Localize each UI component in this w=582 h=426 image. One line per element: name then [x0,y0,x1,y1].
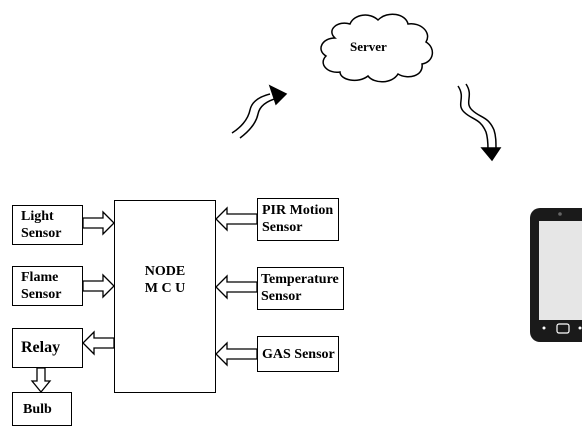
arrow-mcu-to-relay [82,330,115,356]
arrow-gas-to-mcu [215,341,258,367]
wireless-downlink-icon [457,83,502,162]
relay-label: Relay [21,339,61,356]
arrow-pir-to-mcu [215,206,258,232]
bulb-block: Bulb [12,392,72,426]
cloud-icon [320,13,434,83]
wireless-uplink-icon [231,84,288,139]
arrow-relay-to-bulb [30,367,52,394]
temperature-sensor-block: Temperature Sensor [257,267,344,310]
arrow-flame-to-mcu [82,273,115,299]
node-mcu-block: NODE M C U [114,200,216,393]
temperature-sensor-label: Temperature Sensor [261,272,339,304]
flame-sensor-label: Flame Sensor [21,270,62,302]
gas-sensor-block: GAS Sensor [257,336,339,372]
server-label: Server [350,39,387,54]
gas-sensor-label: GAS Sensor [262,347,335,362]
signal-arrows [30,206,258,394]
node-mcu-label: NODE M C U [144,264,186,296]
light-sensor-block: Light Sensor [12,205,83,245]
smartphone-icon [530,208,582,342]
relay-block: Relay [12,328,83,368]
pir-sensor-block: PIR Motion Sensor [257,198,339,241]
arrow-temp-to-mcu [215,274,258,300]
flame-sensor-block: Flame Sensor [12,266,83,306]
light-sensor-label: Light Sensor [21,209,62,241]
pir-sensor-label: PIR Motion Sensor [262,203,334,235]
arrow-light-to-mcu [82,210,115,236]
bulb-label: Bulb [23,402,52,417]
